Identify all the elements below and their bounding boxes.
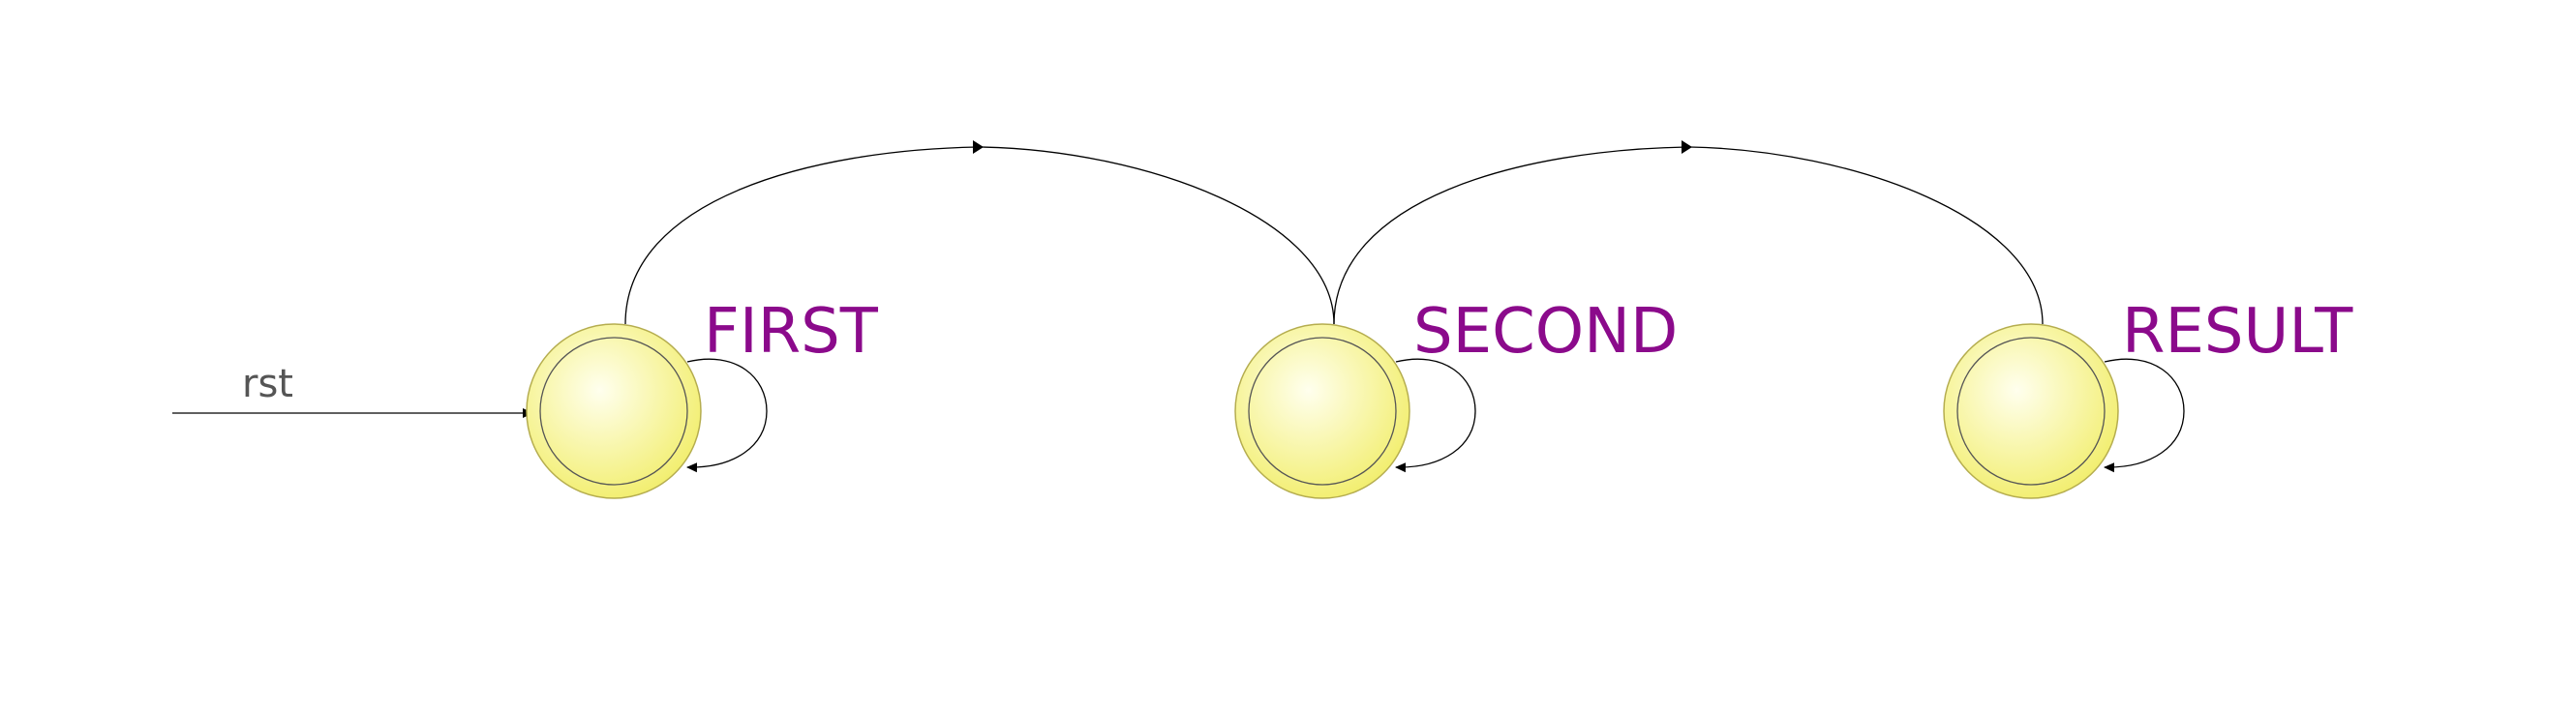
state-label-second: SECOND [1413, 296, 1678, 368]
state-label-result: RESULT [2122, 296, 2353, 368]
self-loop [686, 358, 768, 473]
transition-edge [1333, 146, 1687, 325]
self-loop [2104, 358, 2185, 473]
transition-arrowhead [973, 140, 984, 154]
state-outer-ring [526, 323, 702, 499]
state-inner-ring [539, 337, 688, 486]
state-inner-ring [1248, 337, 1397, 486]
state-inner-ring [1956, 337, 2106, 486]
reset-transition: rst [172, 362, 533, 418]
state-first[interactable]: FIRST [526, 296, 879, 499]
state-label-first: FIRST [704, 296, 879, 368]
state-outer-ring [1234, 323, 1410, 499]
transition-edge [1689, 146, 2044, 325]
transition-edge [981, 146, 1335, 325]
self-loop [1395, 358, 1476, 473]
transition-second-to-result [1333, 140, 2044, 325]
transition-first-to-second [624, 140, 1335, 325]
reset-label: rst [242, 362, 293, 406]
state-result[interactable]: RESULT [1943, 296, 2353, 499]
state-second[interactable]: SECOND [1234, 296, 1678, 499]
transition-arrowhead [1682, 140, 1692, 154]
transition-edge [624, 146, 979, 325]
state-outer-ring [1943, 323, 2119, 499]
